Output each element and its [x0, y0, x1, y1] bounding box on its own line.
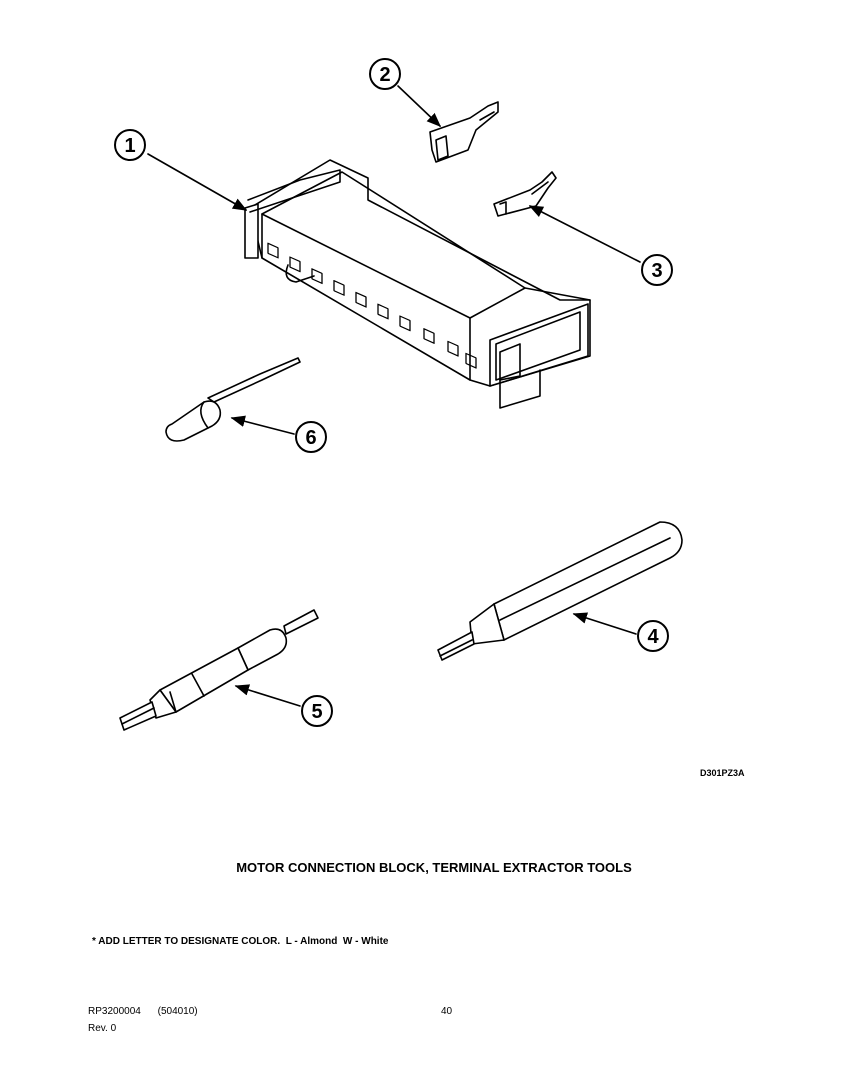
callout-4: 4: [637, 620, 669, 652]
terminal: [493, 171, 557, 217]
callout-label: 3: [651, 260, 662, 282]
color-note: * ADD LETTER TO DESIGNATE COLOR. L - Alm…: [92, 936, 389, 947]
terminal-clip: [429, 101, 499, 163]
document-id: RP3200004 (504010): [88, 1006, 212, 1017]
callout-label: 6: [305, 427, 316, 449]
callout-label: 1: [124, 135, 135, 157]
callout-label: 4: [647, 626, 659, 648]
leader-lines: [147, 85, 641, 707]
page-title: MOTOR CONNECTION BLOCK, TERMINAL EXTRACT…: [236, 860, 632, 875]
extractor-tool-large: [437, 521, 683, 661]
callout-5: 5: [301, 695, 333, 727]
motor-connection-block: [244, 159, 591, 409]
callout-3: 3: [641, 254, 673, 286]
probe-tool: [165, 357, 301, 442]
callout-1: 1: [114, 129, 146, 161]
callout-2: 2: [369, 58, 401, 90]
drawing-id: D301PZ3A: [700, 768, 745, 778]
page-number: 40: [441, 1006, 453, 1017]
document-number: RP3200004: [88, 1006, 141, 1017]
extractor-tool-double: [119, 609, 319, 731]
callout-6: 6: [295, 421, 327, 453]
callout-label: 5: [311, 701, 322, 723]
revision: Rev. 0: [88, 1023, 117, 1034]
callout-label: 2: [379, 64, 390, 86]
document-code: (504010): [157, 1006, 198, 1017]
